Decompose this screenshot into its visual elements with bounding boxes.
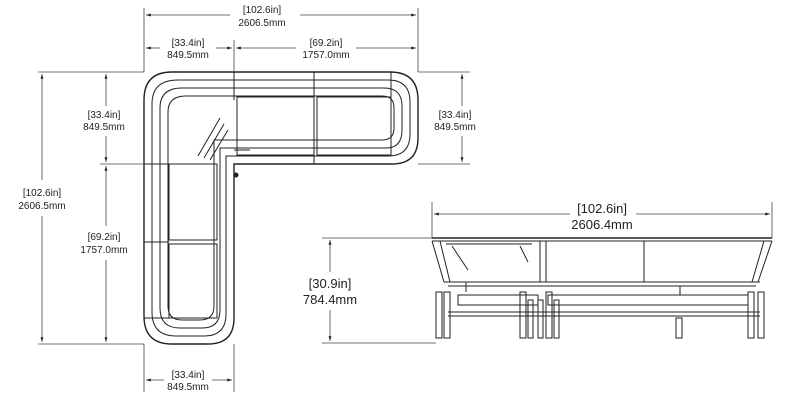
side-height-in: [30.9in] bbox=[309, 276, 352, 291]
plan-left-upper-in: [33.4in] bbox=[88, 110, 121, 121]
plan-corner-diagonal-2 bbox=[203, 123, 225, 159]
side-right-flare bbox=[751, 240, 773, 283]
side-width-mm: 2606.4mm bbox=[571, 217, 632, 232]
plan-overall-width-in: [102.6in] bbox=[243, 5, 282, 16]
plan-dimension-labels: [102.6in] 2606.5mm [33.4in] 849.5mm [69.… bbox=[18, 5, 475, 393]
side-dimension-labels: [102.6in] 2606.4mm [30.9in] 784.4mm bbox=[303, 201, 633, 307]
plan-connector-knob bbox=[233, 172, 239, 178]
plan-left-lower-mm: 1757.0mm bbox=[80, 245, 127, 256]
plan-top-seat-left bbox=[236, 96, 315, 156]
plan-left-lower-in: [69.2in] bbox=[88, 232, 121, 243]
side-left-flare bbox=[431, 240, 451, 283]
side-seat-cushion-right bbox=[547, 294, 749, 306]
plan-overall-width-mm: 2606.5mm bbox=[238, 18, 285, 29]
plan-inner-rail-2 bbox=[159, 87, 403, 329]
side-height-mm: 784.4mm bbox=[303, 292, 357, 307]
plan-top-left-mm: 849.5mm bbox=[167, 50, 209, 61]
plan-top-seat-right bbox=[316, 96, 392, 156]
plan-inner-rail bbox=[151, 79, 411, 337]
plan-top-right-in: [69.2in] bbox=[310, 38, 343, 49]
plan-left-upper-mm: 849.5mm bbox=[83, 122, 125, 133]
plan-right-depth-mm: 849.5mm bbox=[434, 122, 476, 133]
plan-right-depth-in: [33.4in] bbox=[439, 110, 472, 121]
plan-bottom-width-in: [33.4in] bbox=[172, 370, 205, 381]
plan-corner-diagonal bbox=[197, 117, 221, 157]
plan-left-seat-upper bbox=[168, 163, 218, 241]
plan-top-right-mm: 1757.0mm bbox=[302, 50, 349, 61]
side-width-in: [102.6in] bbox=[577, 201, 627, 216]
plan-overall-depth-mm: 2606.5mm bbox=[18, 201, 65, 212]
plan-dimensions bbox=[38, 8, 470, 392]
plan-bottom-width-mm: 849.5mm bbox=[167, 382, 209, 393]
plan-view bbox=[143, 71, 419, 345]
plan-left-seat-lower bbox=[168, 243, 218, 319]
plan-overall-depth-in: [102.6in] bbox=[23, 188, 62, 199]
side-view bbox=[431, 237, 773, 339]
plan-outer-outline bbox=[143, 71, 419, 345]
plan-top-left-in: [33.4in] bbox=[172, 38, 205, 49]
plan-corner-diagonal-3 bbox=[209, 129, 229, 161]
side-dimensions bbox=[322, 202, 773, 344]
plan-inner-rail-3 bbox=[167, 95, 395, 321]
